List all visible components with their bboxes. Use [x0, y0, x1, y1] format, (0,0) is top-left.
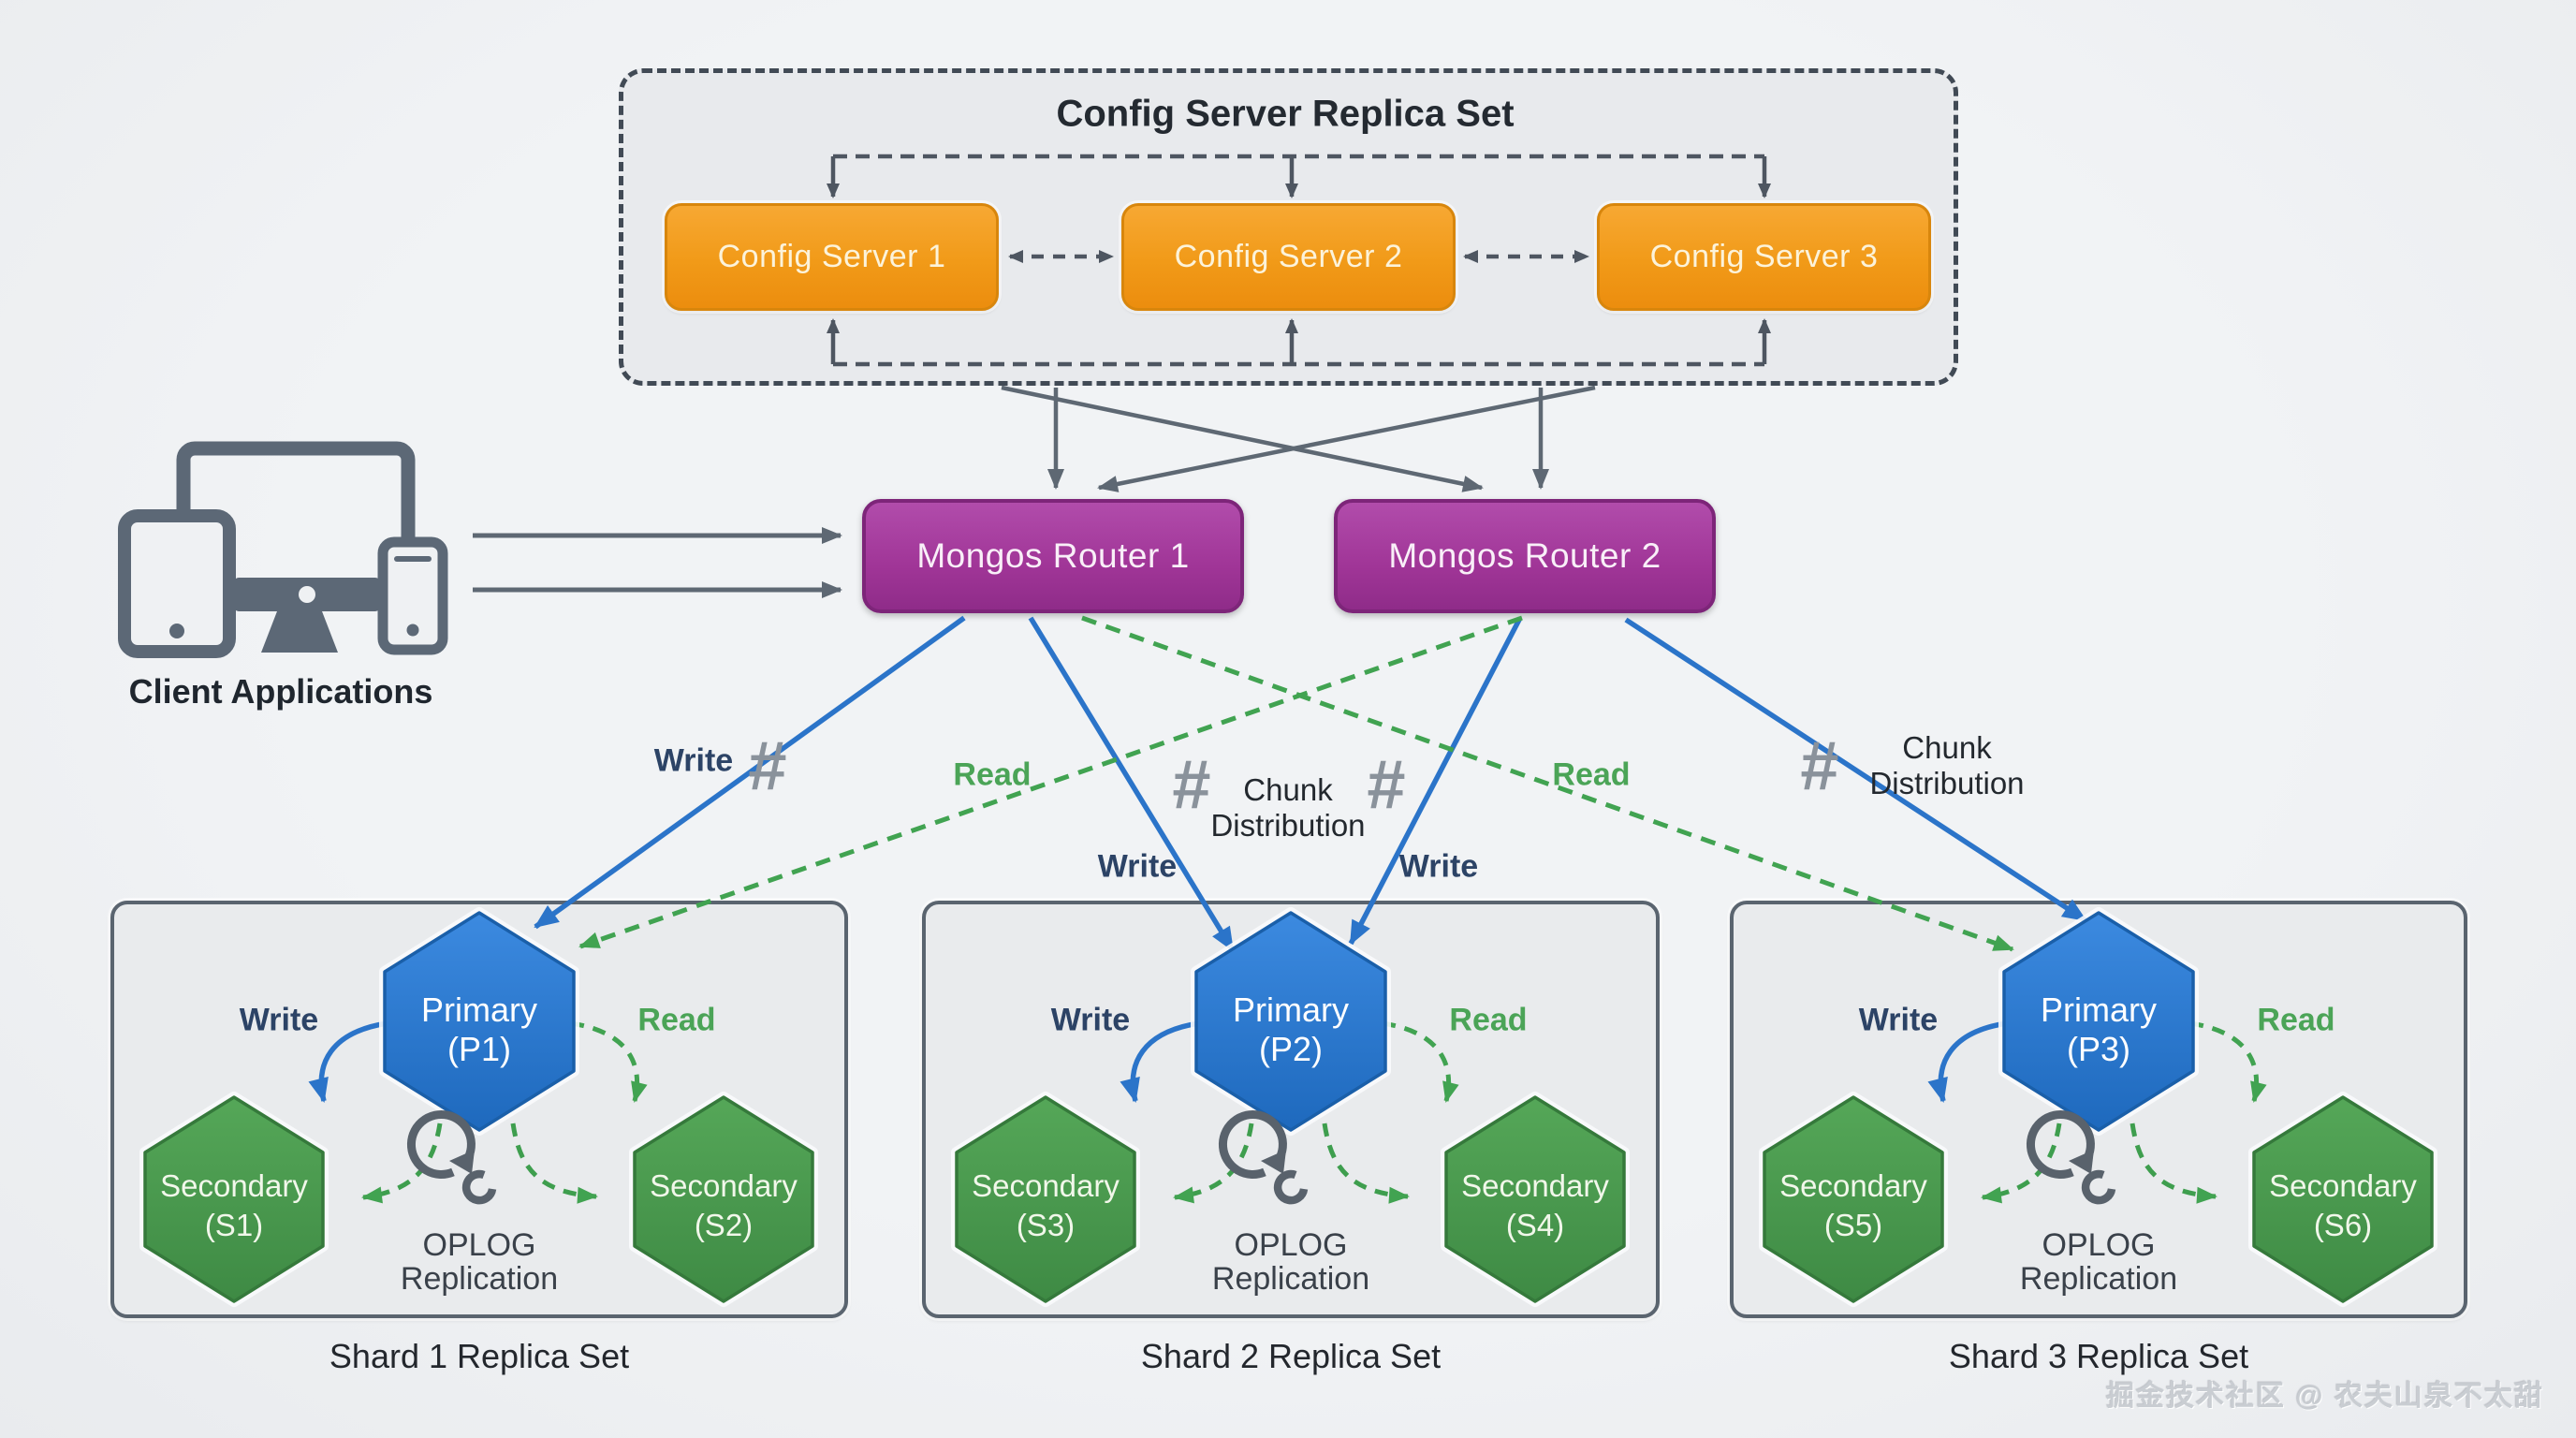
config-server-3-box: Config Server 3 — [1597, 203, 1931, 311]
shard-1-nodes — [139, 907, 818, 1307]
shard3-read-curve — [2189, 1020, 2267, 1103]
shard2-write-curve — [1120, 1020, 1200, 1103]
config-server-2-label: Config Server 2 — [1174, 239, 1403, 274]
config-to-router2-cross-arrow — [1001, 385, 1484, 492]
monitor-stand — [261, 611, 338, 653]
shard1-read-curve — [570, 1020, 648, 1103]
read-arrow-router2-p1 — [578, 615, 1523, 949]
read-arrow-router1-p3 — [1081, 615, 2014, 952]
shard3-oplog-right-curve — [2130, 1123, 2217, 1204]
secondary-s3-hexagon — [955, 1095, 1136, 1303]
secondary-s6-hexagon — [2252, 1095, 2434, 1303]
mongos-router-2-label: Mongos Router 2 — [1388, 536, 1661, 575]
primary-p1-hexagon — [383, 911, 576, 1132]
devices-icon — [118, 441, 448, 658]
secondary-s5-hexagon — [1763, 1095, 1944, 1303]
primary-p2-hexagon — [1194, 911, 1387, 1132]
config-server-1-box: Config Server 1 — [665, 203, 999, 311]
config-server-1-label: Config Server 1 — [717, 239, 946, 274]
shard3-oplog-left-curve — [1981, 1123, 2062, 1204]
mongos-router-1-label: Mongos Router 1 — [916, 536, 1190, 575]
tablet-home-button — [169, 624, 184, 638]
config-to-router-arrows — [1001, 385, 1596, 492]
write-arrow-router1-p2 — [1028, 616, 1236, 952]
shard1-oplog-left-curve — [361, 1123, 443, 1204]
primary-p3-hexagon — [2002, 911, 2195, 1132]
shard2-read-curve — [1382, 1020, 1459, 1103]
monitor-bar-dot — [299, 586, 315, 603]
write-arrow-router1-p1 — [534, 615, 966, 930]
sync-icon — [407, 1110, 497, 1205]
client-to-router-arrows — [473, 527, 842, 598]
mongos-router-1-box: Mongos Router 1 — [862, 499, 1244, 613]
phone-home-button — [406, 624, 419, 637]
shard2-oplog-left-curve — [1173, 1123, 1254, 1204]
shard-3-nodes — [1759, 907, 2437, 1307]
config-to-router1-cross-arrow — [1097, 385, 1596, 492]
shard2-oplog-right-curve — [1322, 1123, 1410, 1204]
secondary-s4-hexagon — [1444, 1095, 1626, 1303]
write-arrows — [534, 615, 2087, 952]
phone-icon — [377, 536, 448, 655]
write-arrow-router2-p2 — [1348, 616, 1523, 946]
config-server-3-label: Config Server 3 — [1649, 239, 1879, 274]
shard1-write-curve — [308, 1020, 388, 1103]
config-server-2-box: Config Server 2 — [1121, 203, 1456, 311]
mongos-router-2-box: Mongos Router 2 — [1334, 499, 1716, 613]
secondary-s1-hexagon — [143, 1095, 325, 1303]
config-replication-rails — [827, 154, 1771, 367]
write-arrow-router2-p3 — [1624, 617, 2087, 923]
shard-2-nodes — [951, 907, 1630, 1307]
sync-icon — [2027, 1110, 2116, 1205]
watermark: 掘金技术社区 @ 农夫山泉不太甜 — [2106, 1381, 2544, 1412]
sync-icon — [1219, 1110, 1309, 1205]
tablet-icon — [118, 509, 236, 658]
secondary-s2-hexagon — [633, 1095, 814, 1303]
read-arrows — [578, 615, 2014, 952]
shard3-write-curve — [1927, 1020, 2008, 1103]
shard1-oplog-right-curve — [510, 1123, 598, 1204]
